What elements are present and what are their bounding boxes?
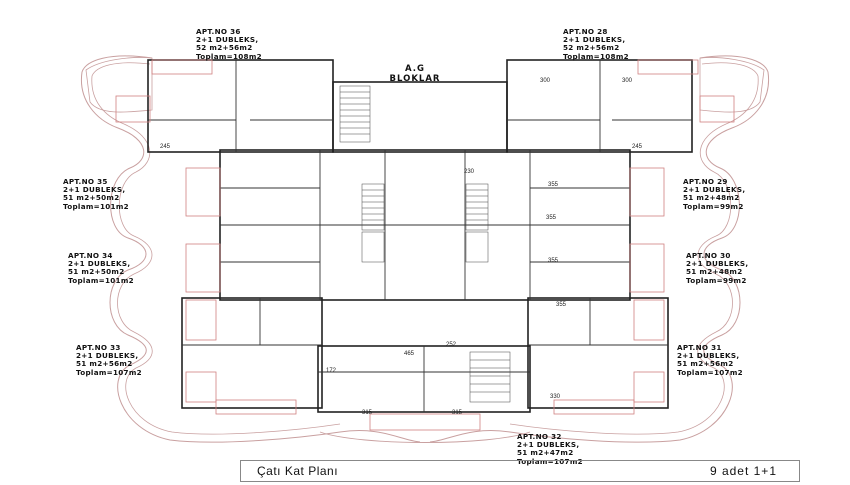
dim-label: 315: [452, 410, 463, 416]
stairs: [339, 85, 511, 403]
apt-area: 51 m2+56m2: [677, 359, 734, 369]
dim-label: 172: [326, 368, 337, 374]
apt-label-28: APT.NO 28 2+1 DUBLEKS, 52 m2+56m2 Toplam…: [563, 27, 629, 61]
balconies: [115, 59, 735, 431]
apt-total: Toplam=99m2: [683, 201, 744, 211]
apt-area: 51 m2+48m2: [683, 193, 740, 203]
apt-total: Toplam=101m2: [68, 275, 134, 285]
apt-total: Toplam=107m2: [677, 367, 743, 377]
apt-label-35: APT.NO 35 2+1 DUBLEKS, 51 m2+50m2 Toplam…: [63, 177, 129, 211]
bottom-terrace-curve: [319, 431, 531, 443]
apt-total: Toplam=108m2: [196, 51, 262, 61]
apt-area: 52 m2+56m2: [196, 43, 253, 53]
dim-label: 355: [548, 182, 559, 188]
apt-total: Toplam=108m2: [563, 51, 629, 61]
apt-name: APT.NO 29: [683, 177, 728, 186]
block-title-line1: A.G: [405, 64, 425, 74]
apt-name: APT.NO 36: [196, 27, 241, 36]
dim-label: 330: [550, 394, 561, 400]
block-title: A.G BLOKLAR: [370, 64, 460, 84]
apt-area: 51 m2+47m2: [517, 448, 574, 458]
structure-walls: [147, 59, 693, 413]
left-terrace-inner: [91, 62, 341, 435]
apt-type: 2+1 DUBLEKS,: [677, 351, 740, 361]
dim-label: 245: [632, 144, 643, 150]
apt-label-31: APT.NO 31 2+1 DUBLEKS, 51 m2+56m2 Toplam…: [677, 343, 743, 377]
unit-count: 9 adet 1+1: [709, 464, 777, 478]
dim-label: 355: [548, 258, 559, 264]
apt-label-32: APT.NO 32 2+1 DUBLEKS, 51 m2+47m2 Toplam…: [517, 432, 583, 466]
apt-area: 51 m2+56m2: [76, 359, 133, 369]
dim-label: 300: [622, 78, 633, 84]
apt-label-33: APT.NO 33 2+1 DUBLEKS, 51 m2+56m2 Toplam…: [76, 343, 142, 377]
apt-total: Toplam=101m2: [63, 201, 129, 211]
apt-area: 51 m2+50m2: [68, 267, 125, 277]
apt-name: APT.NO 30: [686, 251, 731, 260]
dim-label: 252: [446, 342, 457, 348]
dim-label: 355: [546, 215, 557, 221]
dim-label: 245: [160, 144, 171, 150]
apt-type: 2+1 DUBLEKS,: [63, 185, 126, 195]
core-top: [332, 81, 508, 153]
plan-title: Çatı Kat Planı: [257, 464, 339, 478]
apt-type: 2+1 DUBLEKS,: [76, 351, 139, 361]
apt-area: 51 m2+48m2: [686, 267, 743, 277]
right-terrace-outline: [429, 55, 770, 443]
apt-type: 2+1 DUBLEKS,: [517, 440, 580, 450]
left-terrace-outline: [80, 55, 421, 443]
apt31-walls: [527, 297, 669, 409]
apt-type: 2+1 DUBLEKS,: [686, 259, 749, 269]
room-partitions: [148, 60, 692, 412]
block-title-line2: BLOKLAR: [389, 74, 441, 84]
right-terrace-inner: [509, 62, 759, 435]
apt-name: APT.NO 34: [68, 251, 113, 260]
apt-label-30: APT.NO 30 2+1 DUBLEKS, 51 m2+48m2 Toplam…: [686, 251, 749, 285]
apt-type: 2+1 DUBLEKS,: [196, 35, 259, 45]
apt-name: APT.NO 32: [517, 432, 562, 441]
dimension-labels: 300 300 245 245 230 355 355 355 355 465 …: [160, 78, 643, 416]
apt33-walls: [181, 297, 323, 409]
apt-type: 2+1 DUBLEKS,: [683, 185, 746, 195]
title-block: Çatı Kat Planı 9 adet 1+1: [240, 460, 800, 482]
dim-label: 230: [464, 169, 475, 175]
apt-total: Toplam=107m2: [517, 456, 583, 466]
apt-type: 2+1 DUBLEKS,: [68, 259, 131, 269]
apt-label-29: APT.NO 29 2+1 DUBLEKS, 51 m2+48m2 Toplam…: [683, 177, 746, 211]
apt-name: APT.NO 35: [63, 177, 108, 186]
dim-label: 465: [404, 351, 415, 357]
dim-label: 315: [362, 410, 373, 416]
apt-name: APT.NO 28: [563, 27, 608, 36]
apt-label-34: APT.NO 34 2+1 DUBLEKS, 51 m2+50m2 Toplam…: [68, 251, 134, 285]
apt-total: Toplam=99m2: [686, 275, 747, 285]
apt-area: 51 m2+50m2: [63, 193, 120, 203]
apt-label-36: APT.NO 36 2+1 DUBLEKS, 52 m2+56m2 Toplam…: [196, 27, 262, 61]
apt-name: APT.NO 33: [76, 343, 121, 352]
top-right-terrace: [699, 57, 765, 113]
apt-area: 52 m2+56m2: [563, 43, 620, 53]
top-left-terrace: [85, 57, 153, 113]
apt-name: APT.NO 31: [677, 343, 722, 352]
dim-label: 355: [556, 302, 567, 308]
apt-total: Toplam=107m2: [76, 367, 142, 377]
apt-type: 2+1 DUBLEKS,: [563, 35, 626, 45]
dim-label: 300: [540, 78, 551, 84]
